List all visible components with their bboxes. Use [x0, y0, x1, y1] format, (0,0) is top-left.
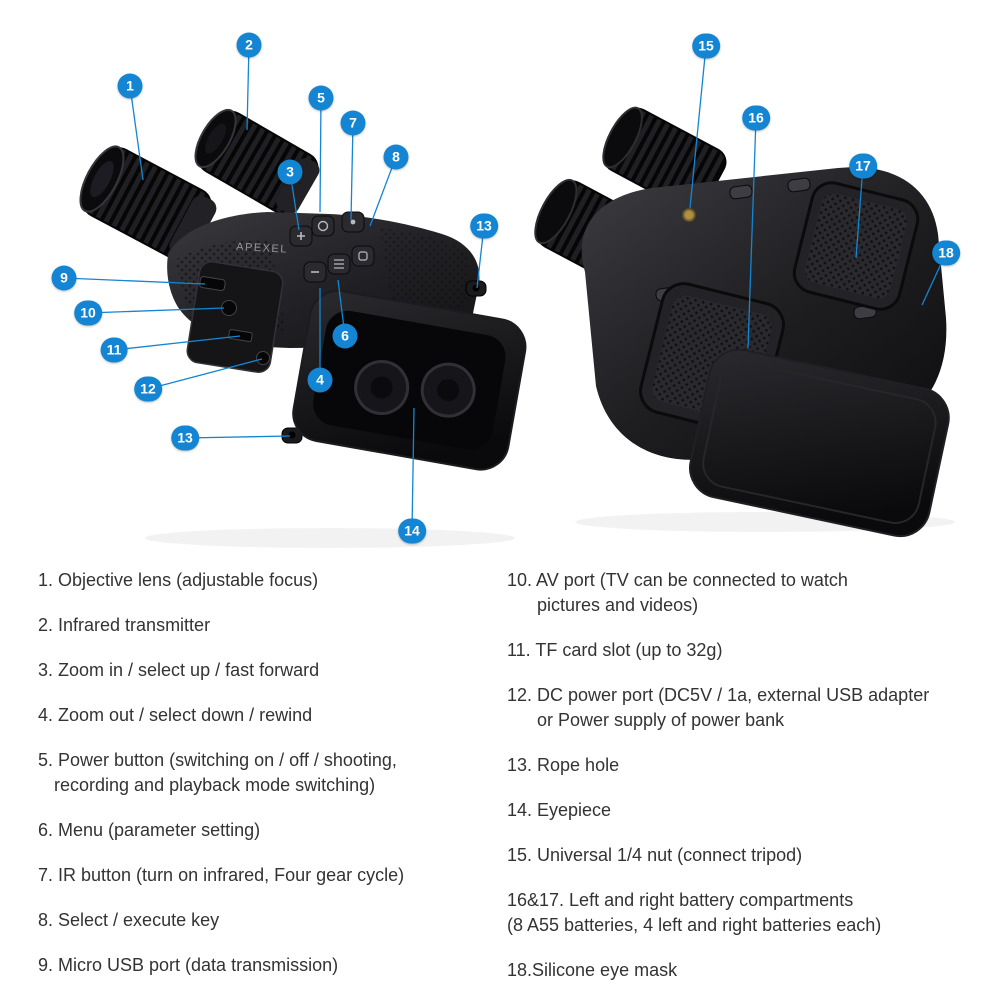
legend-item: 12. DC power port (DC5V / 1a, external U…: [507, 683, 987, 733]
leader-line-rope-hole-left: [184, 435, 291, 439]
brand-logo-text: APEXEL: [236, 241, 288, 256]
legend-item: 5. Power button (switching on / off / sh…: [38, 748, 488, 798]
legend-item: 13. Rope hole: [507, 753, 987, 778]
callout-badge-zoom-in-button: 3: [277, 159, 303, 185]
legend-item-text: 3. Zoom in / select up / fast forward: [38, 660, 320, 680]
leader-line-dc-power-port: [147, 358, 263, 390]
legend-item: 15. Universal 1/4 nut (connect tripod): [507, 843, 987, 868]
legend-item-text: 12. DC power port (DC5V / 1a, external U…: [507, 685, 930, 705]
legend-item: 14. Eyepiece: [507, 798, 987, 823]
leader-line-battery-compartment-left: [747, 117, 757, 349]
legend-item-text: 4. Zoom out / select down / rewind: [38, 705, 313, 725]
legend-item-text-continued: (8 A55 batteries, 4 left and right batte…: [507, 915, 882, 935]
dc-power-port-art: [256, 351, 270, 365]
plus-icon: [297, 232, 305, 240]
infrared-transmitter-barrel: [194, 108, 320, 216]
leader-line-micro-usb-port: [63, 277, 206, 285]
callout-badge-menu-button: 6: [332, 323, 358, 349]
legend-item: 2. Infrared transmitter: [38, 613, 488, 638]
legend-item: 16&17. Left and right battery compartmen…: [507, 888, 987, 938]
ir-icon: [350, 219, 356, 225]
leader-line-tripod-nut: [689, 45, 707, 209]
legend-item-text: 7. IR button (turn on infrared, Four gea…: [38, 865, 405, 885]
legend-item-text: 16&17. Left and right battery compartmen…: [507, 890, 854, 910]
callout-badge-rope-hole-right: 13: [470, 213, 498, 239]
callout-badge-dc-power-port: 12: [134, 376, 162, 402]
legend-item-text-continued: or Power supply of power bank: [537, 710, 785, 730]
callout-badge-zoom-out-button: 4: [307, 367, 333, 393]
product-diagram-art: APEXEL: [63, 44, 955, 548]
tf-card-slot-art: [228, 329, 253, 343]
select-icon: [358, 251, 368, 261]
legend-item-text: 9. Micro USB port (data transmission): [38, 955, 339, 975]
callout-badge-battery-compartment-left: 16: [742, 105, 770, 131]
callout-badge-battery-compartment-right: 17: [849, 153, 877, 179]
legend-item-text: 1. Objective lens (adjustable focus): [38, 570, 319, 590]
eye-mask-hood: [689, 348, 950, 538]
leader-line-infrared-transmitter: [246, 44, 250, 131]
legend-item: 11. TF card slot (up to 32g): [507, 638, 987, 663]
legend-item-text: 13. Rope hole: [507, 755, 620, 775]
leader-line-tf-card-slot: [113, 335, 241, 351]
legend-item-text: 5. Power button (switching on / off / sh…: [38, 750, 397, 770]
tripod-nut-art: [682, 208, 696, 222]
legend-item-text: 18.Silicone eye mask: [507, 960, 678, 980]
callout-badge-eyepiece: 14: [398, 518, 426, 544]
callout-badge-infrared-transmitter: 2: [236, 32, 262, 58]
callout-badge-micro-usb-port: 9: [51, 265, 77, 291]
leader-line-eyepiece: [411, 407, 415, 532]
callout-badge-power-button: 5: [308, 85, 334, 111]
legend-item: 4. Zoom out / select down / rewind: [38, 703, 488, 728]
leader-line-battery-compartment-right: [855, 165, 864, 259]
callout-badge-objective-lens: 1: [117, 73, 143, 99]
legend-item-text: 8. Select / execute key: [38, 910, 220, 930]
port-panel: [186, 261, 284, 373]
legend-item: 3. Zoom in / select up / fast forward: [38, 658, 488, 683]
legend-item: 6. Menu (parameter setting): [38, 818, 488, 843]
rope-hole-left-art: [281, 427, 303, 444]
legend-item-text: 6. Menu (parameter setting): [38, 820, 261, 840]
legend-item-text: 14. Eyepiece: [507, 800, 612, 820]
callout-badge-silicone-eye-mask: 18: [932, 240, 960, 266]
power-button-art: [311, 215, 335, 237]
callout-badge-select-execute-key: 8: [383, 144, 409, 170]
front-view-illustration: APEXEL: [79, 108, 527, 548]
callout-badge-av-port: 10: [74, 300, 102, 326]
callout-badge-tripod-nut: 15: [692, 33, 720, 59]
front-grip-texture-right: [380, 228, 470, 322]
legend-item: 9. Micro USB port (data transmission): [38, 953, 488, 978]
legend-item-text: 10. AV port (TV can be connected to watc…: [507, 570, 848, 590]
control-buttons: [289, 211, 375, 283]
legend-item: 1. Objective lens (adjustable focus): [38, 568, 488, 593]
leader-line-power-button: [319, 97, 322, 213]
callout-badge-tf-card-slot: 11: [100, 337, 128, 363]
legend-item-text: 2. Infrared transmitter: [38, 615, 211, 635]
legend-item: 10. AV port (TV can be connected to watc…: [507, 568, 987, 618]
legend-item: 8. Select / execute key: [38, 908, 488, 933]
legend-item: 7. IR button (turn on infrared, Four gea…: [38, 863, 488, 888]
callout-badge-rope-hole-left: 13: [171, 425, 199, 451]
battery-compartment-right-art: [792, 181, 920, 311]
select-key-art: [351, 245, 375, 267]
legend-item-text: 11. TF card slot (up to 32g): [507, 640, 723, 660]
micro-usb-port-art: [199, 276, 226, 292]
leader-line-av-port: [87, 307, 225, 314]
legend-item-text-continued: recording and playback mode switching): [54, 775, 376, 795]
power-icon: [317, 220, 329, 232]
menu-icon: [334, 259, 344, 269]
legend-column-left: 1. Objective lens (adjustable focus) 2. I…: [38, 568, 488, 998]
legend-item: 18.Silicone eye mask: [507, 958, 987, 983]
legend-item-text: 15. Universal 1/4 nut (connect tripod): [507, 845, 803, 865]
callout-badge-ir-button: 7: [340, 110, 366, 136]
legend-item-text-continued: pictures and videos): [537, 595, 699, 615]
legend-column-right: 10. AV port (TV can be connected to watc…: [507, 568, 987, 1000]
leader-line-ir-button: [350, 122, 354, 221]
back-view-illustration: [534, 106, 955, 538]
leader-line-objective-lens: [129, 85, 144, 181]
